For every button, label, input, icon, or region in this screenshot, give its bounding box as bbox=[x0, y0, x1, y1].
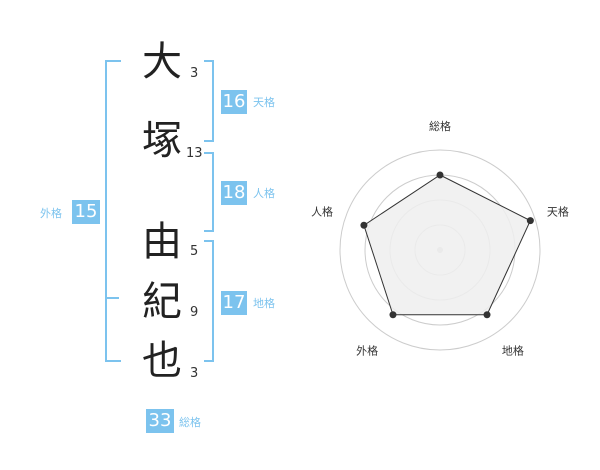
name-char-3: 由 bbox=[142, 219, 182, 265]
radar-point-3 bbox=[483, 311, 491, 319]
name-char-5: 也 bbox=[142, 338, 182, 384]
jinkaku-value-badge: 18 bbox=[221, 181, 247, 205]
gaikaku-bracket-tick bbox=[105, 297, 119, 299]
stroke-count-1: 3 bbox=[190, 66, 199, 81]
radar-ring bbox=[339, 149, 541, 351]
gaikaku-value-badge: 15 bbox=[72, 200, 100, 224]
name-char-2: 塚 bbox=[142, 118, 182, 164]
radar-series-shape bbox=[363, 174, 532, 316]
stroke-count-5: 3 bbox=[190, 366, 199, 381]
tenkaku-value-badge: 16 bbox=[221, 90, 247, 114]
name-char-1: 大 bbox=[142, 39, 182, 85]
jinkaku-label: 人格 bbox=[253, 187, 275, 200]
chikaku-value-badge: 17 bbox=[221, 291, 247, 315]
radar-axis-label-1: 総格 bbox=[429, 119, 451, 133]
radar-axis-label-3: 地格 bbox=[502, 343, 524, 357]
radar-point-5 bbox=[360, 221, 368, 229]
tenkaku-label: 天格 bbox=[253, 96, 275, 109]
stroke-count-2: 13 bbox=[186, 146, 203, 161]
chikaku-label: 地格 bbox=[253, 297, 275, 310]
soukaku-value-badge: 33 bbox=[146, 409, 174, 433]
soukaku-label: 総格 bbox=[179, 416, 201, 429]
jinkaku-bracket bbox=[204, 152, 214, 232]
radar-point-4 bbox=[389, 311, 397, 319]
chikaku-bracket bbox=[204, 240, 214, 362]
stroke-count-3: 5 bbox=[190, 244, 199, 259]
radar-point-2 bbox=[526, 217, 534, 225]
radar-axis-label-2: 天格 bbox=[547, 205, 569, 219]
stroke-count-4: 9 bbox=[190, 305, 199, 320]
tenkaku-bracket bbox=[204, 60, 214, 142]
radar-axis-label-4: 外格 bbox=[356, 343, 378, 357]
name-char-4: 紀 bbox=[142, 279, 182, 325]
radar-axis-label-5: 人格 bbox=[311, 205, 333, 219]
radar-point-1 bbox=[436, 171, 444, 179]
gaikaku-label: 外格 bbox=[40, 207, 62, 220]
gaikaku-bracket bbox=[105, 60, 121, 362]
